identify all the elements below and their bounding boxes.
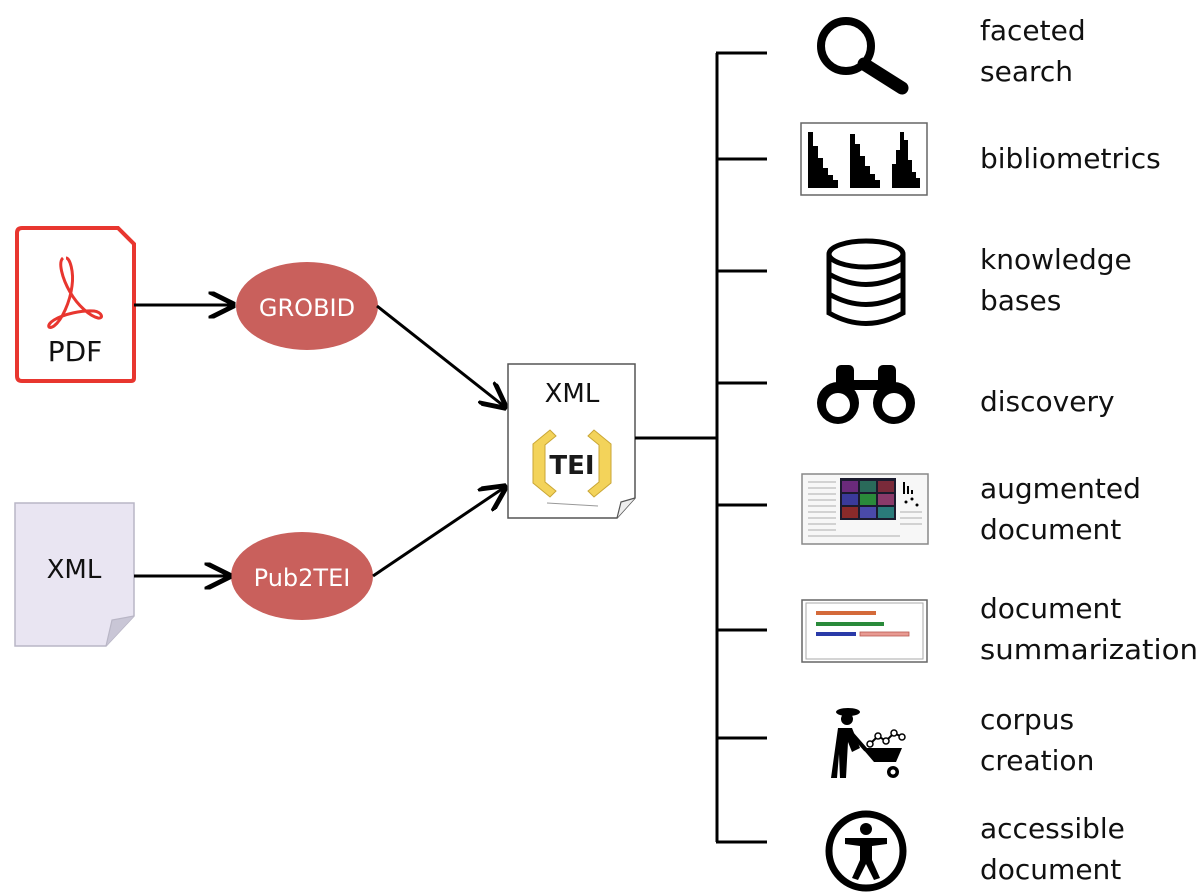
- label-creation: creation: [980, 744, 1094, 777]
- binoculars-icon: [817, 365, 915, 424]
- xml-input-document: XML: [14, 502, 135, 647]
- database-icon: [826, 238, 906, 326]
- xml-input-label: XML: [47, 555, 102, 585]
- magnifier-icon: [817, 17, 909, 95]
- label-document: document: [980, 592, 1121, 625]
- label-knowledge: knowledge: [980, 243, 1132, 276]
- tei-output-document: XML TEI: [507, 363, 636, 519]
- label-search: search: [980, 55, 1073, 88]
- arrow-pub2tei-to-tei: [372, 487, 505, 578]
- label-augmented-document: document: [980, 513, 1121, 546]
- tei-xml-label: XML: [545, 379, 600, 409]
- label-bases: bases: [980, 284, 1061, 317]
- bar-chart-icon: [800, 122, 928, 196]
- pdf-input-document: PDF: [15, 226, 136, 383]
- bracket-ticks: [716, 51, 767, 844]
- accessibility-icon: [825, 810, 907, 892]
- arrow-grobid-to-tei: [376, 304, 505, 407]
- label-corpus: corpus: [980, 703, 1074, 736]
- label-augmented: augmented: [980, 472, 1141, 505]
- label-summarization: summarization: [980, 633, 1198, 666]
- label-discovery: discovery: [980, 385, 1115, 418]
- label-accessible: accessible: [980, 812, 1125, 845]
- tei-logo-icon: TEI: [532, 429, 612, 507]
- grobid-label: GROBID: [259, 294, 355, 322]
- pdf-label: PDF: [48, 335, 103, 368]
- grobid-node: GROBID: [236, 262, 378, 350]
- acrobat-logo-icon: [47, 256, 103, 329]
- pub2tei-node: Pub2TEI: [231, 532, 373, 620]
- worker-wheelbarrow-icon: [831, 708, 906, 778]
- pub2tei-label: Pub2TEI: [254, 564, 351, 592]
- application-labels: faceted search bibliometrics knowledge b…: [980, 14, 1198, 886]
- label-faceted: faceted: [980, 14, 1086, 47]
- summary-bars-icon: [801, 599, 928, 663]
- label-bibliometrics: bibliometrics: [980, 142, 1161, 175]
- label-accessible-document: document: [980, 853, 1121, 886]
- tei-logo-text: TEI: [549, 451, 594, 481]
- document-thumbnail-icon: [801, 473, 929, 545]
